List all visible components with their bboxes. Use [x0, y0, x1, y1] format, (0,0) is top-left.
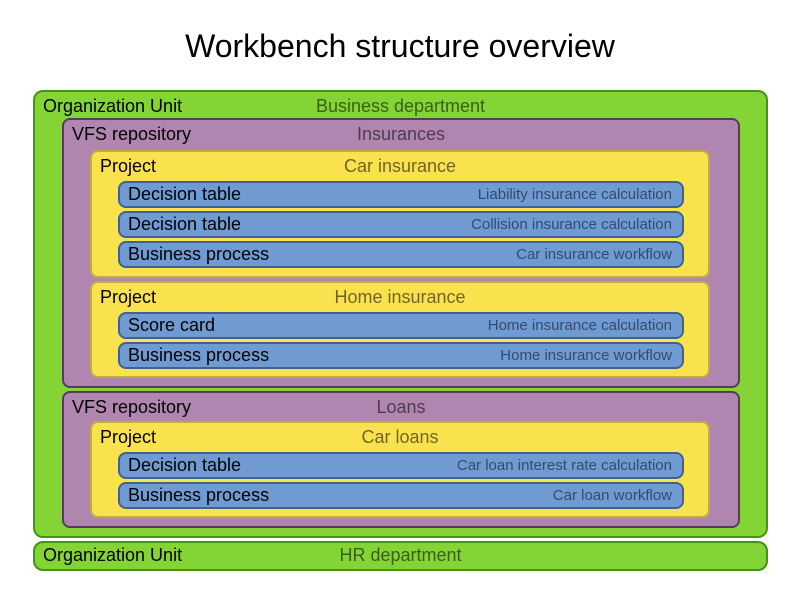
- asset-name: Car insurance workflow: [516, 246, 672, 263]
- asset-type-label: Decision table: [128, 214, 242, 234]
- org-unit-name: Business department: [315, 95, 486, 116]
- org-unit-header: Organization Unit Business department: [35, 92, 766, 120]
- asset-type-label: Score card: [128, 315, 216, 335]
- project-name: Car insurance: [343, 155, 457, 176]
- repository-name: Insurances: [356, 123, 446, 144]
- asset-type-label: Decision table: [128, 184, 242, 204]
- project-header: Project Car insurance: [92, 152, 708, 180]
- project-type-label: Project: [100, 155, 157, 176]
- repository-loans: VFS repository Loans Project Car loans D…: [62, 391, 740, 528]
- diagram-title: Workbench structure overview: [185, 28, 615, 64]
- org-unit-type-label: Organization Unit: [43, 95, 183, 116]
- asset-type-label: Business process: [128, 244, 270, 264]
- org-unit-business-department: Organization Unit Business department VF…: [33, 90, 768, 538]
- project-type-label: Project: [100, 426, 157, 447]
- asset-type-label: Business process: [128, 485, 270, 505]
- project-header: Project Home insurance: [92, 283, 708, 311]
- asset-business-process: Business process Car insurance workflow: [118, 241, 684, 268]
- asset-name: Collision insurance calculation: [471, 216, 672, 233]
- project-name: Home insurance: [334, 286, 466, 307]
- repository-header: VFS repository Insurances: [64, 120, 738, 148]
- asset-score-card: Score card Home insurance calculation: [118, 312, 684, 339]
- asset-decision-table: Decision table Car loan interest rate ca…: [118, 452, 684, 479]
- org-unit-type-label: Organization Unit: [43, 545, 183, 565]
- asset-decision-table: Decision table Liability insurance calcu…: [118, 181, 684, 208]
- org-unit-hr-department: Organization Unit HR department: [33, 541, 768, 571]
- asset-name: Car loan workflow: [552, 487, 672, 504]
- project-type-label: Project: [100, 286, 157, 307]
- asset-name: Liability insurance calculation: [477, 186, 672, 203]
- repository-header: VFS repository Loans: [64, 393, 738, 421]
- asset-business-process: Business process Home insurance workflow: [118, 342, 684, 369]
- asset-name: Home insurance workflow: [500, 347, 672, 364]
- repository-type-label: VFS repository: [72, 123, 192, 144]
- asset-decision-table: Decision table Collision insurance calcu…: [118, 211, 684, 238]
- project-header: Project Car loans: [92, 423, 708, 451]
- project-home-insurance: Project Home insurance Score card Home i…: [90, 281, 710, 378]
- org-unit-name: HR department: [339, 545, 462, 565]
- project-car-insurance: Project Car insurance Decision table Lia…: [90, 150, 710, 278]
- repository-name: Loans: [376, 396, 426, 417]
- repository-insurances: VFS repository Insurances Project Car in…: [62, 118, 740, 388]
- org-unit-header: Organization Unit HR department: [35, 543, 766, 568]
- asset-type-label: Decision table: [128, 455, 242, 475]
- project-car-loans: Project Car loans Decision table Car loa…: [90, 421, 710, 518]
- asset-type-label: Business process: [128, 345, 270, 365]
- asset-business-process: Business process Car loan workflow: [118, 482, 684, 509]
- project-name: Car loans: [361, 426, 439, 447]
- repository-type-label: VFS repository: [72, 396, 192, 417]
- asset-name: Car loan interest rate calculation: [456, 457, 672, 474]
- asset-name: Home insurance calculation: [487, 317, 672, 334]
